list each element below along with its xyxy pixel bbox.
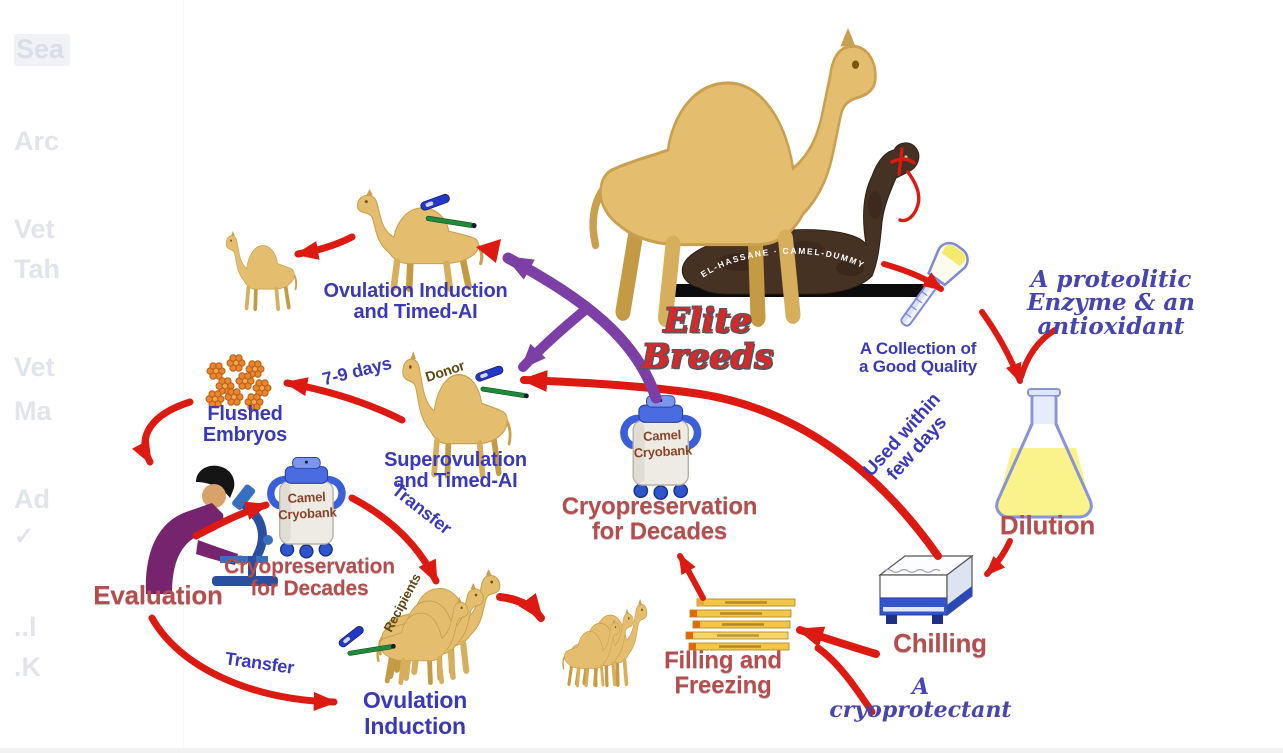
bottom-strip — [0, 748, 1283, 753]
label-filling-freezing: Filling and Freezing — [664, 647, 782, 700]
ghost-sidebar-item: Tah — [14, 254, 60, 284]
flow-arrows-red — [132, 233, 1058, 716]
label-cryopreservation-center: Cryopreservation for Decades — [561, 493, 758, 546]
label-cryopreservation-left: Cryopreservation for Decades — [224, 555, 395, 601]
arrow-transfer-top — [348, 494, 440, 585]
ghost-sidebar-item: ..l — [14, 612, 37, 642]
label-ovulation-induction-bottom: Ovulation Induction — [362, 687, 468, 739]
arrow-chilling-to-straws — [796, 626, 880, 658]
label-proteolitic-enzyme: A proteolitic Enzyme & an antioxidant — [1026, 266, 1196, 340]
erlenmeyer-flask-icon — [995, 388, 1093, 519]
sitting-camel-illustration — [681, 142, 921, 295]
ghost-sidebar-item: Ma — [14, 396, 52, 426]
arrow-transfer-bottom — [148, 614, 338, 712]
arrow-embryos-to-evaluation — [132, 398, 194, 466]
label-chilling: Chilling — [893, 628, 987, 658]
semen-straws-icon — [685, 598, 796, 651]
calf-camel-illustration — [226, 231, 296, 309]
arrow-cryobank-to-ovulation — [502, 252, 662, 404]
label-superovulation: Superovulation and Timed-AI — [384, 449, 527, 493]
title-elite-breeds: Elite Breeds — [641, 301, 774, 378]
label-ovulation-timed-ai: Ovulation Induction and Timed-AI — [323, 280, 508, 324]
label-evaluation: Evaluation — [93, 580, 223, 610]
ghost-sidebar-item: Vet — [14, 352, 55, 382]
arrow-cryoprotectant-feed — [814, 644, 876, 716]
ovulation-camel-illustration — [358, 189, 482, 289]
chilling-box-icon — [878, 554, 974, 624]
label-cryobank-left: Camel Cryobank — [277, 489, 337, 523]
red-arrowhead-at-ovulation — [476, 239, 501, 263]
label-cryobank-center: Camel Cryobank — [633, 427, 693, 461]
offspring-herd-illustration — [563, 599, 647, 685]
red-halter — [890, 147, 921, 223]
ghost-sidebar-item: Vet — [14, 214, 55, 244]
arrow-collection-to-dilution — [979, 309, 1023, 384]
arrow-donor-to-embryos — [283, 377, 406, 424]
label-cryoprotectant: A cryoprotectant — [829, 674, 1012, 724]
label-collection: A Collection of a Good Quality — [858, 339, 978, 377]
ghost-sidebar-item: Sea — [14, 34, 71, 66]
arrow-enzyme-hook — [1018, 327, 1058, 380]
ghost-label: Sea — [14, 34, 71, 66]
arrow-straws-to-cryocenter — [677, 553, 706, 601]
ghost-check-icon: ✓ — [14, 523, 35, 550]
arrow-ovulation-to-calf — [294, 233, 356, 260]
arrow-used-within-few-days — [519, 370, 942, 560]
arrow-cryobank-to-donor — [518, 305, 590, 372]
ghost-sidebar-item: .K — [14, 652, 41, 682]
label-flushed-embryos: Flushed Embryos — [202, 403, 288, 447]
arrow-elite-to-collection — [881, 261, 944, 292]
label-dilution: Dilution — [999, 510, 1096, 540]
arrow-dilution-to-chilling — [984, 538, 1013, 577]
ghost-sidebar-item: Ad — [14, 484, 50, 514]
arrow-recipients-to-offspring — [496, 592, 545, 622]
cryobank-use-arrows-purple — [502, 252, 662, 404]
embryo-cluster-icon — [205, 354, 272, 411]
ghost-sidebar-item: Arc — [14, 126, 60, 156]
arrow-evaluation-to-cryoleft — [192, 501, 270, 540]
